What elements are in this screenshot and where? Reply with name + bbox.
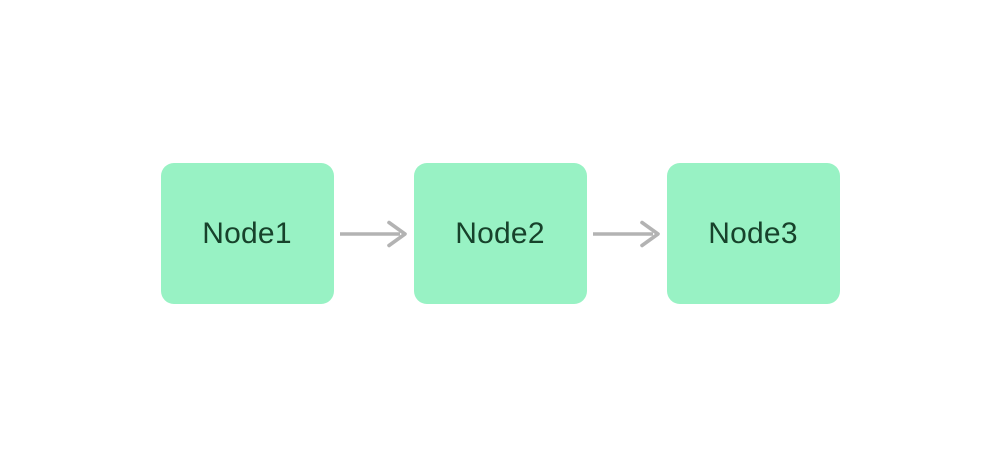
flow-node-node3[interactable]: Node3: [666, 163, 840, 304]
node-label: Node2: [455, 216, 545, 250]
flow-node-node1[interactable]: Node1: [160, 163, 334, 304]
edge-arrow-icon: [592, 220, 660, 247]
flow-node-node2[interactable]: Node2: [413, 163, 587, 304]
edge-arrow-icon: [339, 220, 407, 247]
node-label: Node1: [202, 216, 292, 250]
flow-row: Node1 Node2 Node3: [160, 163, 840, 304]
node-label: Node3: [708, 216, 798, 250]
